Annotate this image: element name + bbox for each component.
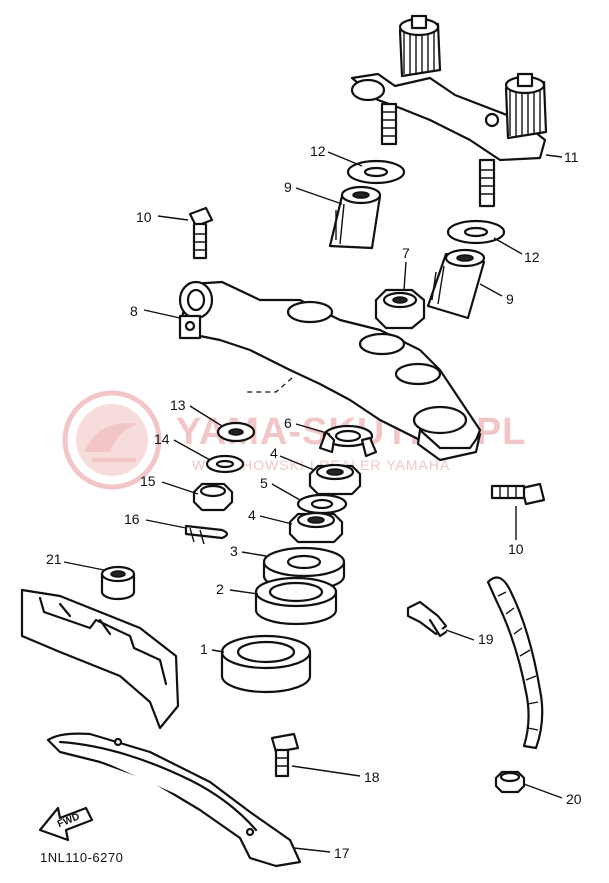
- part-6-lock-washer[interactable]: [318, 424, 378, 458]
- part-brake-hose[interactable]: [486, 576, 544, 750]
- part-21-grommet[interactable]: [100, 565, 136, 601]
- fwd-arrow-icon: FWD: [38, 806, 94, 842]
- callout-12-right: 12: [524, 249, 540, 265]
- part-14-lock-washer[interactable]: [205, 454, 245, 474]
- callout-15: 15: [140, 473, 156, 489]
- part-11-handlebar-holder[interactable]: [350, 14, 548, 208]
- part-12-washer-right[interactable]: [446, 219, 506, 245]
- part-17-front-cover[interactable]: [46, 732, 302, 868]
- part-16-cotter-pin[interactable]: [184, 524, 229, 545]
- part-8-upper-bracket[interactable]: [178, 280, 482, 462]
- callout-6: 6: [284, 415, 292, 431]
- callout-8: 8: [130, 303, 138, 319]
- callout-1: 1: [200, 641, 208, 657]
- callout-labels: 11 12 9 10 12 9 7 8 13 14 6 4 5 4 15 16 …: [46, 143, 582, 861]
- part-10-bolt-right[interactable]: [490, 482, 546, 506]
- part-12-washer-upper[interactable]: [346, 159, 406, 185]
- callout-10-right: 10: [508, 541, 524, 557]
- callout-14: 14: [154, 431, 170, 447]
- part-7-steering-nut[interactable]: [374, 288, 426, 330]
- callout-20: 20: [566, 791, 582, 807]
- part-10-bolt-upper[interactable]: [188, 206, 214, 260]
- part-5-rubber-washer[interactable]: [296, 493, 348, 515]
- callout-21: 21: [46, 551, 62, 567]
- callout-19: 19: [478, 631, 494, 647]
- part-2-ball-bearing[interactable]: [254, 576, 338, 626]
- callout-4-lower: 4: [248, 507, 256, 523]
- callout-4-upper: 4: [270, 445, 278, 461]
- part-9-bushing-right[interactable]: [426, 248, 486, 320]
- part-4-ring-nut-upper[interactable]: [308, 463, 362, 496]
- callout-17: 17: [334, 845, 350, 861]
- part-20-nut[interactable]: [494, 770, 526, 794]
- callout-10-upper: 10: [136, 209, 152, 225]
- callout-5: 5: [260, 475, 268, 491]
- callout-3: 3: [230, 543, 238, 559]
- diagram-code: 1NL110-6270: [40, 850, 123, 865]
- part-18-bolt[interactable]: [270, 732, 300, 778]
- part-15-nut[interactable]: [192, 482, 234, 512]
- part-1-ball-bearing[interactable]: [220, 634, 312, 694]
- callout-2: 2: [216, 581, 224, 597]
- part-19-cable-clip[interactable]: [406, 600, 448, 638]
- callout-12-upper: 12: [310, 143, 326, 159]
- callout-18: 18: [364, 769, 380, 785]
- part-4-ring-nut-lower[interactable]: [288, 511, 344, 544]
- leader-lines: [63, 151, 563, 853]
- callout-9-right: 9: [506, 291, 514, 307]
- part-cover-bracket[interactable]: [20, 588, 180, 730]
- callout-9-upper: 9: [284, 179, 292, 195]
- part-9-bushing-upper[interactable]: [328, 185, 382, 250]
- callout-16: 16: [124, 511, 140, 527]
- callout-7: 7: [402, 245, 410, 261]
- part-13-washer[interactable]: [216, 421, 256, 443]
- watermark-logo: [62, 390, 162, 490]
- callout-11: 11: [564, 149, 579, 165]
- callout-13: 13: [170, 397, 186, 413]
